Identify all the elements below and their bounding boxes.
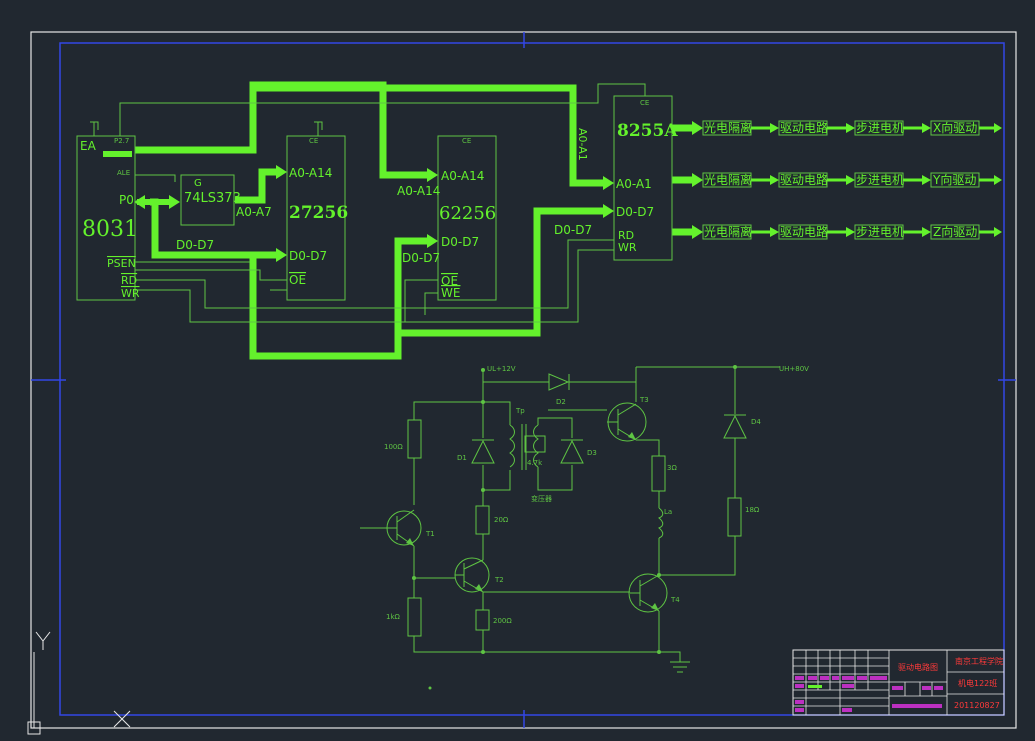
eprom-name: 27256 xyxy=(289,203,348,223)
bus-label-eprom-ram-data: D0-D7 xyxy=(402,251,440,265)
title-class: 机电122班 xyxy=(958,678,997,688)
r6-label: 18Ω xyxy=(745,506,760,514)
r4-label: 200Ω xyxy=(493,617,512,625)
cpu-ea-pin: EA xyxy=(80,139,97,153)
bus-label-a0a1-vertical: A0-A1 xyxy=(576,128,589,161)
system-buses xyxy=(135,81,695,360)
d4-label: D4 xyxy=(751,418,761,426)
t2-label: T2 xyxy=(494,576,504,584)
t3-label: T3 xyxy=(639,396,649,404)
latch-name: 74LS373 xyxy=(184,191,241,206)
ppi-wr-pin: WR xyxy=(618,241,637,254)
transistor-arrows xyxy=(406,432,659,611)
latch-output-label: A0-A7 xyxy=(236,205,272,219)
bus-label-group: A0-A14 D0-D7 D0-D7 D0-D7 A0-A1 xyxy=(176,128,592,265)
data-bus-ppi xyxy=(398,207,605,337)
title-student-id: 201120827 xyxy=(954,701,1000,710)
ppi-name: 8255A xyxy=(617,121,678,141)
bus-top-crossover xyxy=(253,84,605,187)
bus-label-ram-addr: A0-A14 xyxy=(397,184,440,198)
eprom-data-pin: D0-D7 xyxy=(289,249,327,263)
control-wires xyxy=(90,83,646,323)
data-bus-loop xyxy=(249,237,430,360)
cpu-psen-pin: PSEN xyxy=(107,257,136,270)
supply-low-label: UL+12V xyxy=(487,365,516,373)
p0-arrow-right xyxy=(169,195,180,209)
d1-label: D1 xyxy=(457,454,467,462)
motor-chain-z: 光电隔离 驱动电路 步进电机 Z向驱动 xyxy=(702,224,980,240)
cpu-ale-pin: ALE xyxy=(117,169,130,177)
t1-label: T1 xyxy=(425,530,435,538)
ppi-a-pin: A0-A1 xyxy=(616,177,652,191)
p0-arrow-left xyxy=(134,195,145,209)
address-bus-high xyxy=(135,81,430,179)
latch-74ls373: G 74LS373 A0-A7 xyxy=(180,174,272,226)
transformer-tp-label: Tp xyxy=(515,407,525,415)
r3-label: 1kΩ xyxy=(386,613,401,621)
ram-addr-pin: A0-A14 xyxy=(441,169,484,183)
chain-z-isolation: 光电隔离 xyxy=(704,224,752,239)
title-drawing-name: 驱动电路图 xyxy=(898,662,938,672)
bus-label-ppi-data: D0-D7 xyxy=(554,223,592,237)
r5-label: 3Ω xyxy=(667,464,677,472)
cpu-name: 8031 xyxy=(82,217,138,242)
ram-cs-pin: CE xyxy=(462,137,471,145)
chain-arrows xyxy=(751,123,1002,237)
driver-diodes xyxy=(471,373,747,464)
chain-z-motor: 步进电机 xyxy=(856,225,904,239)
motor-chain-y: 光电隔离 驱动电路 步进电机 Y向驱动 xyxy=(702,172,980,188)
r1-label: 100Ω xyxy=(384,443,403,451)
ppi-8255a: CE 8255A A0-A1 D0-D7 RD WR xyxy=(613,95,678,261)
r2-label: 20Ω xyxy=(494,516,509,524)
ram-oe-pin: OE xyxy=(441,274,458,288)
chain-z-driver: 驱动电路 xyxy=(780,224,828,239)
chain-x-isolation: 光电隔离 xyxy=(704,120,752,135)
ram-data-pin: D0-D7 xyxy=(441,235,479,249)
transformer-ratio-label: 4.7k xyxy=(527,459,543,467)
latch-g-pin: G xyxy=(194,178,202,189)
latch-to-eprom-bus xyxy=(235,168,278,204)
chain-y-isolation: 光电隔离 xyxy=(704,172,752,187)
eprom-addr-pin: A0-A14 xyxy=(289,166,332,180)
chain-y-driver: 驱动电路 xyxy=(780,172,828,187)
p0-bar xyxy=(137,199,173,205)
cpu-rd-pin: RD xyxy=(121,274,137,287)
la-label: La xyxy=(664,508,672,516)
driver-dots xyxy=(412,365,737,690)
chain-y-motor: 步进电机 xyxy=(856,173,904,187)
cpu-8031: EA P2.7 ALE P0 8031 PSEN RD WR xyxy=(76,135,140,301)
ram-we-pin: WE xyxy=(441,286,460,300)
ram-name: 62256 xyxy=(439,203,496,224)
d3-label: D3 xyxy=(587,449,597,457)
ram-62256: CE A0-A14 62256 D0-D7 OE WE xyxy=(437,135,497,301)
transformer-name-label: 变压器 xyxy=(531,494,552,503)
cpu-p0-pin: P0 xyxy=(119,193,134,207)
cpu-wr-pin: WR xyxy=(121,287,140,300)
eprom-oe-pin: OE xyxy=(289,273,306,287)
supply-high-label: UH+80V xyxy=(779,365,809,373)
chain-x-output: X向驱动 xyxy=(933,120,977,135)
d2-label: D2 xyxy=(556,398,566,406)
ppi-rd-pin: RD xyxy=(618,229,634,242)
chain-x-motor: 步进电机 xyxy=(856,121,904,135)
ea-bar xyxy=(103,151,132,157)
driver-labels: UL+12V UH+80V Tp 变压器 4.7k D1 D2 D3 D4 T1… xyxy=(384,365,809,625)
chain-z-output: Z向驱动 xyxy=(933,224,977,239)
chain-x-driver: 驱动电路 xyxy=(780,120,828,135)
cpu-p27-pin: P2.7 xyxy=(114,137,129,145)
eprom-27256: CE A0-A14 27256 D0-D7 OE xyxy=(286,135,348,301)
title-block: 驱动电路图 南京工程学院 机电122班 201120827 xyxy=(792,649,1005,716)
bus-label-cpu-data: D0-D7 xyxy=(176,238,214,252)
ucs-icon xyxy=(27,631,131,735)
chain-y-output: Y向驱动 xyxy=(932,172,976,187)
driver-circuit xyxy=(360,366,780,673)
t4-label: T4 xyxy=(670,596,680,604)
eprom-cs-pin: CE xyxy=(309,137,318,145)
title-school: 南京工程学院 xyxy=(955,656,1003,666)
bus-arrows xyxy=(276,121,703,262)
ppi-data-pin: D0-D7 xyxy=(616,205,654,219)
drawing-frame xyxy=(30,31,1017,729)
ppi-cs-pin: CE xyxy=(640,99,649,107)
